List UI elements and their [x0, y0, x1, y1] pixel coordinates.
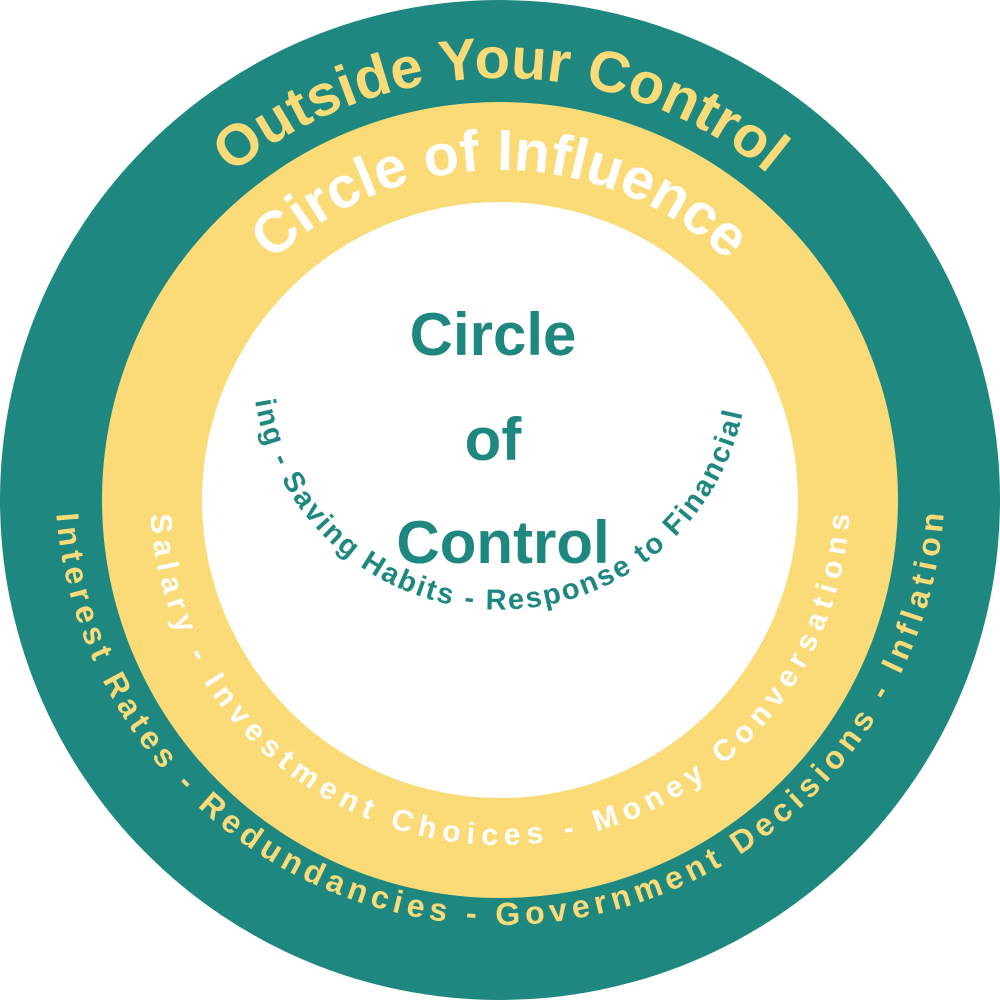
inner-title-line-3: Control	[396, 509, 609, 576]
inner-circle	[202, 202, 798, 798]
inner-title-line-1: Circle	[410, 301, 577, 368]
inner-title-line-2: of	[465, 406, 523, 473]
